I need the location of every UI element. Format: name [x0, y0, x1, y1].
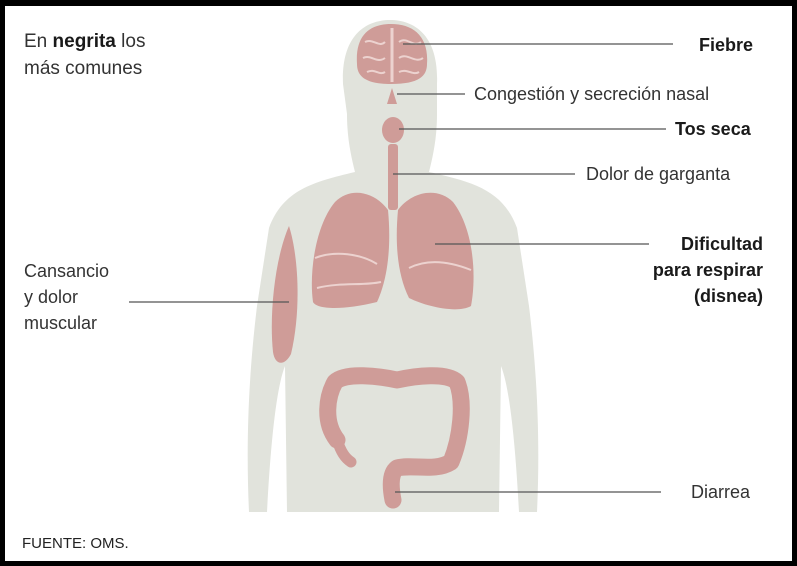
label-dificultad: Dificultad para respirar (disnea) — [615, 231, 763, 309]
throat — [382, 117, 404, 143]
intestine-appendix — [331, 434, 357, 468]
label-cansancio-line1: Cansancio — [24, 261, 110, 281]
trachea — [388, 144, 398, 210]
label-dificultad-line1: Dificultad — [680, 234, 763, 254]
legend-suffix: los — [115, 31, 146, 52]
intestine — [319, 367, 470, 509]
legend-bold-word: negrita — [52, 31, 116, 52]
label-tos: Tos seca — [675, 119, 751, 139]
nasal-cavity — [387, 88, 397, 104]
label-cansancio-line2: y dolor — [24, 287, 79, 307]
label-congestion: Congestión y secreción nasal — [474, 84, 710, 104]
lungs — [311, 192, 474, 310]
label-fiebre: Fiebre — [699, 35, 754, 55]
infographic-frame: En negrita los más comunes Fiebre Conges… — [5, 6, 792, 561]
label-dificultad-line3: (disnea) — [693, 286, 763, 306]
leader-lines — [129, 43, 673, 493]
label-cansancio-line3: muscular — [24, 313, 98, 333]
legend-line2: más comunes — [24, 58, 143, 79]
label-garganta: Dolor de garganta — [586, 164, 731, 184]
label-diarrea: Diarrea — [691, 482, 751, 502]
brain — [356, 24, 428, 84]
label-dificultad-line2: para respirar — [652, 260, 763, 280]
source-note: FUENTE: OMS. — [22, 535, 129, 552]
legend-prefix: En — [24, 31, 53, 52]
body-diagram — [129, 20, 673, 512]
legend-note: En negrita los más comunes — [24, 28, 145, 82]
arm-muscle — [271, 226, 298, 363]
label-cansancio: Cansancio y dolor muscular — [24, 258, 109, 336]
